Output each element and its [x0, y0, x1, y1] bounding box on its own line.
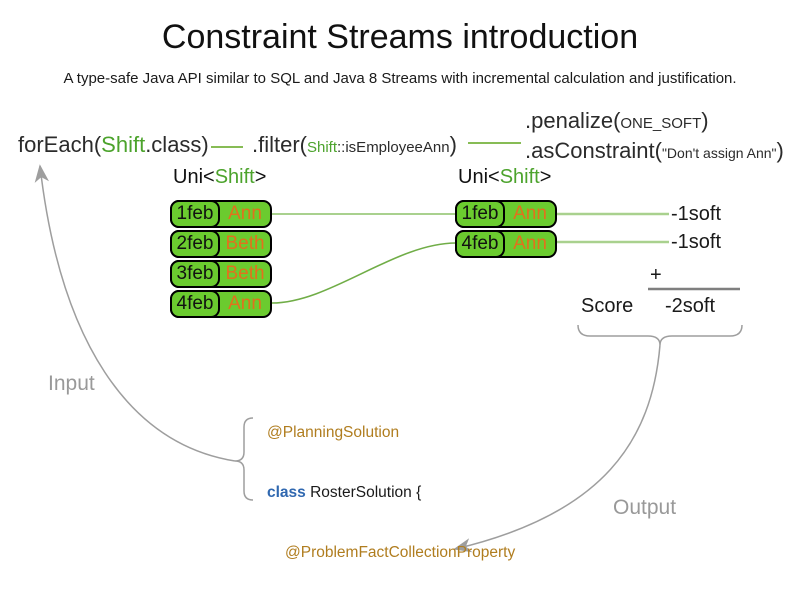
- type-prefix: Uni<: [458, 166, 500, 188]
- shift-date: 1feb: [461, 203, 499, 224]
- shift-date: 4feb: [461, 233, 499, 254]
- plus-sign: +: [650, 264, 662, 286]
- code-brace: [234, 417, 254, 501]
- shift-date-box: 3feb: [170, 260, 220, 288]
- shift-card: 3feb Beth: [170, 260, 272, 288]
- type-param: Shift: [214, 166, 255, 188]
- penalty-value-1: -1soft: [671, 203, 722, 225]
- shift-card: 4feb Ann: [170, 290, 272, 318]
- foreach-expression: forEach(Shift.class): [18, 132, 209, 158]
- shift-date: 1feb: [176, 203, 214, 224]
- input-label: Input: [48, 372, 95, 395]
- shift-date: 3feb: [176, 263, 214, 284]
- penalize-arg: ONE_SOFT: [620, 115, 702, 132]
- asconstraint-arg: "Don't assign Ann": [661, 145, 777, 161]
- left-stream-type: Uni<Shift>: [173, 166, 266, 189]
- shift-card: 1feb Ann: [170, 200, 272, 228]
- filter-prefix: .filter(: [252, 132, 307, 157]
- right-stream-type: Uni<Shift>: [458, 166, 551, 189]
- shift-employee: Ann: [228, 293, 262, 314]
- asconstraint-prefix: .asConstraint(: [525, 138, 662, 163]
- stream-line-4feb: [271, 242, 457, 304]
- penalize-suffix: ): [701, 108, 709, 133]
- shift-employee: Ann: [513, 203, 547, 224]
- output-label: Output: [613, 496, 677, 519]
- score-label: Score: [581, 295, 634, 317]
- filter-method: ::isEmployeeAnn: [337, 139, 450, 156]
- type-suffix: >: [539, 166, 552, 188]
- penalty-value-2: -1soft: [671, 231, 722, 253]
- filter-expression: .filter(Shift::isEmployeeAnn): [252, 132, 457, 158]
- foreach-suffix: .class): [145, 132, 209, 157]
- type-param: Shift: [499, 166, 540, 188]
- shift-date-box: 4feb: [455, 230, 505, 258]
- shift-date: 2feb: [176, 233, 214, 254]
- code-token: RosterSolution {: [305, 484, 422, 501]
- penalize-expression: .penalize(ONE_SOFT): [525, 108, 709, 134]
- penalize-prefix: .penalize(: [525, 108, 621, 133]
- shift-date-box: 1feb: [170, 200, 220, 228]
- shift-card: 2feb Beth: [170, 230, 272, 258]
- shift-date-box: 1feb: [455, 200, 505, 228]
- shift-card: 1feb Ann: [455, 200, 557, 228]
- shift-employee: Beth: [225, 233, 265, 254]
- type-prefix: Uni<: [173, 166, 215, 188]
- shift-date: 4feb: [176, 293, 214, 314]
- shift-employee: Beth: [225, 263, 265, 284]
- annotation-token: @PlanningSolution: [267, 424, 400, 441]
- shift-employee: Ann: [513, 233, 547, 254]
- page-title: Constraint Streams introduction: [161, 18, 639, 56]
- code-line: @ProblemFactCollectionProperty: [267, 543, 526, 563]
- score-total: -2soft: [665, 295, 716, 317]
- type-suffix: >: [254, 166, 267, 188]
- keyword-token: class: [267, 484, 306, 501]
- code-line: @PlanningSolution: [267, 423, 526, 443]
- code-block: @PlanningSolution class RosterSolution {…: [267, 383, 526, 600]
- shift-date-box: 2feb: [170, 230, 220, 258]
- shift-employee: Ann: [228, 203, 262, 224]
- score-brace: [577, 324, 743, 346]
- foreach-prefix: forEach(: [18, 132, 102, 157]
- shift-date-box: 4feb: [170, 290, 220, 318]
- annotation-token: @ProblemFactCollectionProperty: [285, 544, 516, 561]
- asconstraint-expression: .asConstraint("Don't assign Ann"): [525, 138, 784, 164]
- filter-class: Shift: [307, 139, 338, 156]
- shift-card: 4feb Ann: [455, 230, 557, 258]
- filter-suffix: ): [449, 132, 457, 157]
- page-subtitle: A type-safe Java API similar to SQL and …: [63, 70, 737, 87]
- code-line: class RosterSolution {: [267, 483, 526, 503]
- asconstraint-suffix: ): [776, 138, 784, 163]
- foreach-class: Shift: [101, 132, 146, 157]
